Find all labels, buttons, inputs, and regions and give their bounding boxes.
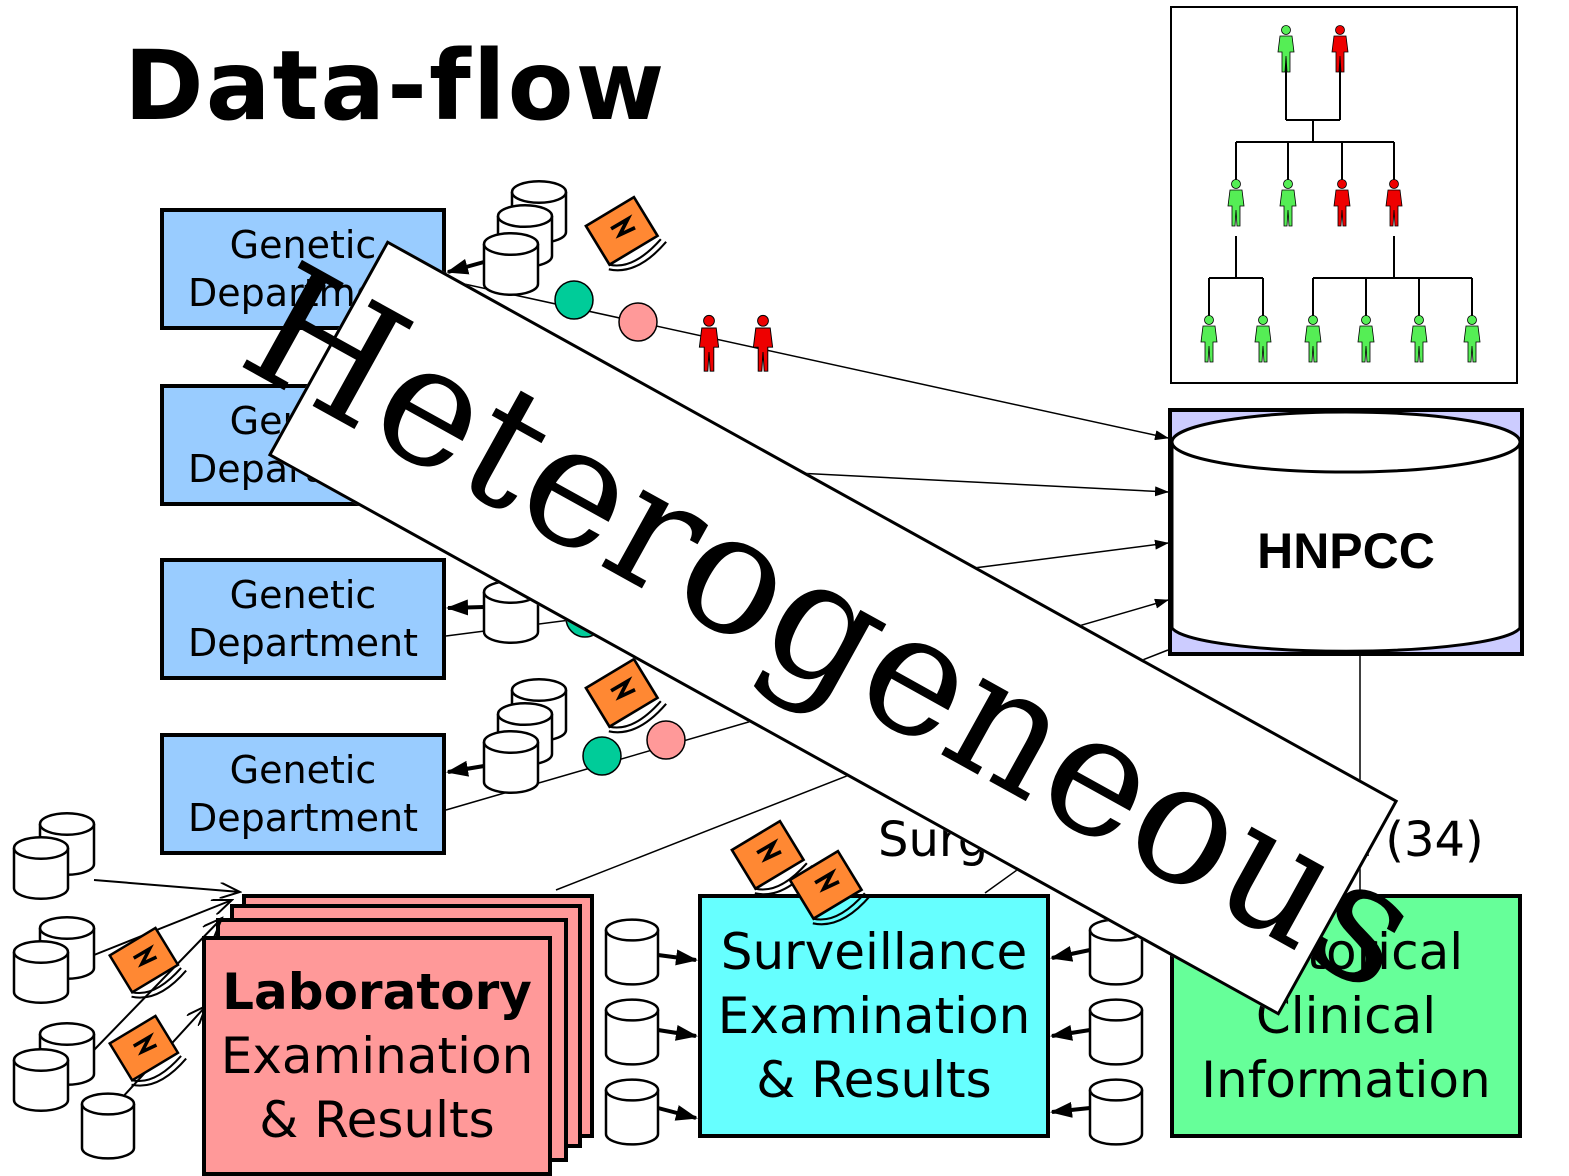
person-icon	[1304, 315, 1322, 363]
person-icon	[1333, 179, 1351, 227]
surveillance-line3: & Results	[756, 1051, 992, 1109]
surveillance-arrows	[657, 946, 1091, 1121]
person-icon	[1331, 25, 1349, 73]
hnpcc-database: HNPCC	[1168, 408, 1524, 656]
pedigree-lines	[1208, 63, 1473, 316]
slide-title: Data-flow	[124, 30, 667, 142]
genetic-department-3: Genetic Department	[160, 558, 446, 680]
person-icon	[1463, 315, 1481, 363]
laboratory-title: Laboratory	[222, 963, 532, 1021]
genetic-department-4-line2: Department	[188, 796, 418, 840]
surveillance-box: Surveillance Examination & Results	[698, 894, 1050, 1138]
genetic-department-3-line1: Genetic	[229, 573, 377, 617]
hnpcc-label: HNPCC	[1257, 523, 1435, 579]
surveillance-line1: Surveillance	[720, 923, 1028, 981]
pedigree-chart	[1170, 6, 1518, 384]
genetic-department-3-line2: Department	[188, 621, 418, 665]
pedigree-canvas	[1200, 25, 1481, 363]
genetic-department-4-line1: Genetic	[229, 748, 377, 792]
genetic-department-4: Genetic Department	[160, 733, 446, 855]
person-icon	[1279, 179, 1297, 227]
person-icon	[1410, 315, 1428, 363]
person-icon	[1227, 179, 1245, 227]
historical-line3: Information	[1201, 1051, 1491, 1109]
person-icon	[1385, 179, 1403, 227]
person-icon	[1254, 315, 1272, 363]
person-icon	[1277, 25, 1295, 73]
laboratory-line3: & Results	[259, 1091, 495, 1149]
person-icon	[1357, 315, 1375, 363]
person-icon	[1200, 315, 1218, 363]
laboratory-line2: Examination	[220, 1027, 534, 1085]
laboratory-box: Laboratory Examination & Results	[202, 936, 552, 1176]
genetic-inbound-arrows	[446, 258, 485, 777]
surveillance-line2: Examination	[717, 987, 1031, 1045]
